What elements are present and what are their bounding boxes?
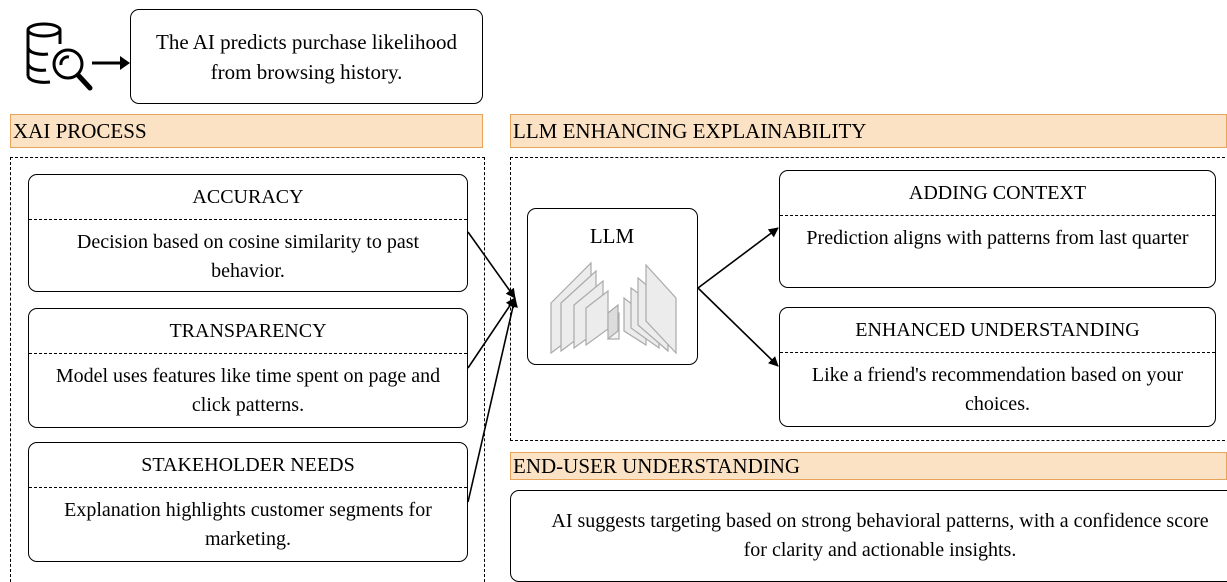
accuracy-title: ACCURACY (29, 175, 467, 220)
adding-context-body: Prediction aligns with patterns from las… (806, 227, 1189, 249)
adding-context-card: ADDING CONTEXT Prediction aligns with pa… (779, 170, 1216, 288)
enhanced-understanding-body: Like a friend's recommendation based on … (811, 364, 1184, 415)
stakeholder-needs-title: STAKEHOLDER NEEDS (29, 443, 467, 488)
transparency-title: TRANSPARENCY (29, 309, 467, 354)
neural-network-icon (546, 253, 681, 358)
llm-header: LLM ENHANCING EXPLAINABILITY (510, 114, 1227, 148)
stakeholder-needs-card: STAKEHOLDER NEEDS Explanation highlights… (28, 442, 468, 562)
end-user-box: AI suggests targeting based on strong be… (510, 490, 1227, 582)
enhanced-understanding-title: ENHANCED UNDERSTANDING (780, 308, 1215, 353)
transparency-card: TRANSPARENCY Model uses features like ti… (28, 308, 468, 428)
transparency-body: Model uses features like time spent on p… (55, 365, 441, 416)
stakeholder-needs-body: Explanation highlights customer segments… (64, 499, 432, 550)
llm-header-label: LLM ENHANCING EXPLAINABILITY (513, 118, 867, 143)
accuracy-card: ACCURACY Decision based on cosine simila… (28, 174, 468, 292)
end-user-header: END-USER UNDERSTANDING (510, 452, 1227, 480)
llm-label: LLM (589, 224, 635, 248)
xai-process-header-label: XAI PROCESS (13, 118, 147, 143)
accuracy-body: Decision based on cosine similarity to p… (76, 231, 420, 282)
adding-context-title: ADDING CONTEXT (780, 171, 1215, 216)
enhanced-understanding-card: ENHANCED UNDERSTANDING Like a friend's r… (779, 307, 1216, 427)
end-user-header-label: END-USER UNDERSTANDING (513, 453, 801, 478)
database-search-icon (20, 18, 130, 93)
end-user-text: AI suggests targeting based on strong be… (551, 510, 1209, 561)
ai-prediction-box: The AI predicts purchase likelihood from… (130, 9, 483, 104)
xai-process-header: XAI PROCESS (10, 114, 483, 148)
llm-model-box: LLM (527, 208, 698, 365)
ai-prediction-text: The AI predicts purchase likelihood from… (156, 29, 457, 84)
